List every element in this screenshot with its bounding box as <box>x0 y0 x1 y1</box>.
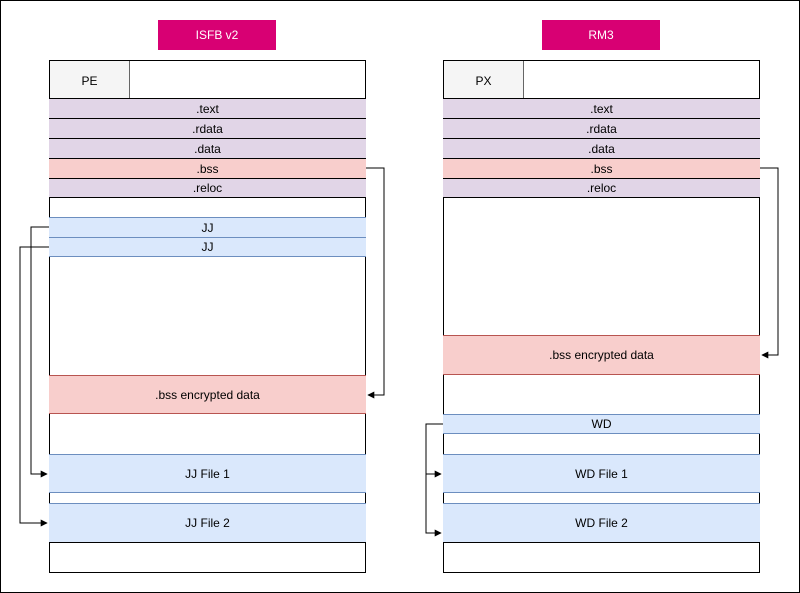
isfb-jj-entry-1: JJ <box>49 217 366 237</box>
isfb-section-bss: .bss <box>49 158 366 178</box>
rm3-px-header: PX <box>444 61 524 100</box>
isfb-section-rdata: .rdata <box>49 118 366 138</box>
rm3-section-rdata: .rdata <box>443 118 760 138</box>
rm3-section-reloc: .reloc <box>443 178 760 198</box>
isfb-section-data: .data <box>49 138 366 158</box>
rm3-wd-file-2: WD File 2 <box>443 503 760 543</box>
isfb-pe-header: PE <box>50 61 130 100</box>
isfb-jj-file-2: JJ File 2 <box>49 503 366 543</box>
rm3-wd-file-1: WD File 1 <box>443 454 760 493</box>
rm3-section-data: .data <box>443 138 760 158</box>
rm3-wd-entry: WD <box>443 414 760 434</box>
isfb-bss-encrypted: .bss encrypted data <box>49 375 366 414</box>
rm3-bss-encrypted: .bss encrypted data <box>443 335 760 375</box>
isfb-jj-entry-2: JJ <box>49 237 366 257</box>
isfb-section-text: .text <box>49 98 366 118</box>
rm3-section-bss: .bss <box>443 158 760 178</box>
rm3-title: RM3 <box>542 20 660 50</box>
isfb-jj-file-1: JJ File 1 <box>49 454 366 493</box>
rm3-section-text: .text <box>443 98 760 118</box>
isfb-section-reloc: .reloc <box>49 178 366 198</box>
isfb-title: ISFB v2 <box>158 20 276 50</box>
